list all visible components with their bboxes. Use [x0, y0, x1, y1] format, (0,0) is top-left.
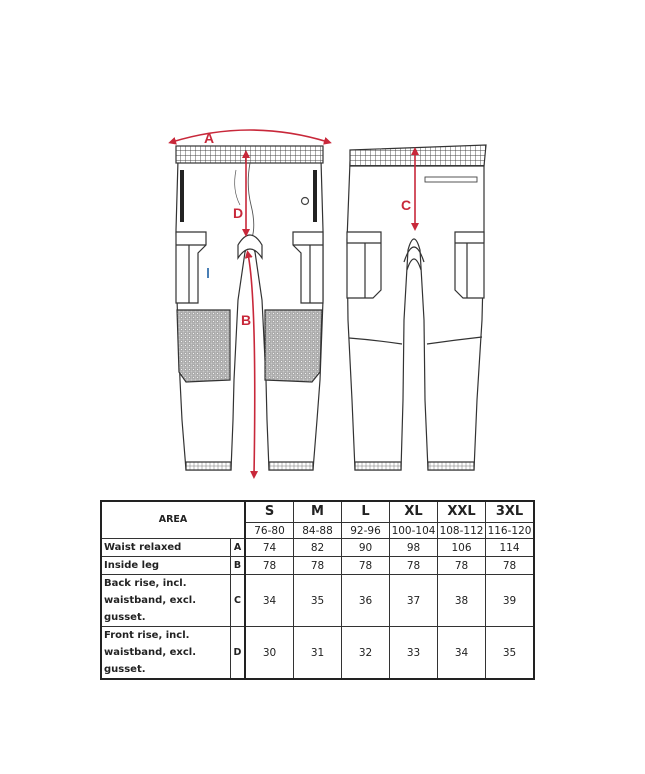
cell-value: 30: [244, 626, 294, 680]
table-row: Inside leg B 78 78 78 78 78 78: [100, 556, 535, 575]
pants-measurement-diagram: A D B C: [168, 129, 487, 479]
cell-value: 34: [437, 626, 486, 680]
area-header: AREA: [100, 500, 246, 539]
back-waistband: [349, 144, 487, 167]
cell-value: 34: [244, 574, 294, 627]
label-a: A: [204, 130, 214, 146]
cell-value: 36: [341, 574, 390, 627]
row-letter: B: [230, 556, 246, 575]
cell-value: 106: [437, 538, 486, 557]
cell-value: 78: [293, 556, 342, 575]
back-right-cargo-pocket: [454, 231, 485, 299]
size-chart-table: AREA S M L XL XXL 3XL 76-80 84-88 92-96 …: [100, 500, 535, 680]
cell-value: 38: [437, 574, 486, 627]
front-measurements: A D B: [168, 129, 332, 479]
cell-value: 82: [293, 538, 342, 557]
size-3xl: 3XL: [485, 500, 535, 523]
table-row: Waist relaxed A 74 82 90 98 106 114: [100, 538, 535, 557]
cell-value: 39: [485, 574, 535, 627]
label-b: B: [241, 312, 251, 328]
table-row: Back rise, incl.waistband, excl. gusset.…: [100, 574, 535, 627]
cell-value: 114: [485, 538, 535, 557]
back-measurements: C: [401, 147, 419, 231]
back-view-pants: [346, 144, 487, 471]
size-m: M: [293, 500, 342, 523]
front-right-cargo-pocket: [292, 231, 324, 304]
front-view-pants: [175, 145, 324, 471]
range-3xl: 116-120: [485, 522, 535, 539]
size-header-row: AREA S M L XL XXL 3XL: [100, 500, 535, 539]
size-xxl: XXL: [437, 500, 486, 523]
cell-value: 78: [341, 556, 390, 575]
cell-value: 98: [389, 538, 438, 557]
size-s: S: [244, 500, 294, 523]
cell-value: 35: [485, 626, 535, 680]
cell-value: 78: [389, 556, 438, 575]
back-left-cargo-pocket: [346, 231, 382, 299]
front-left-cargo-pocket: [175, 231, 207, 304]
cell-value: 35: [293, 574, 342, 627]
range-l: 92-96: [341, 522, 390, 539]
row-label: Front rise, incl.waistband, excl. gusset…: [100, 626, 231, 680]
table-row: Front rise, incl.waistband, excl. gusset…: [100, 626, 535, 680]
front-left-knee-patch: [176, 309, 231, 383]
cell-value: 78: [244, 556, 294, 575]
cell-value: 31: [293, 626, 342, 680]
cell-value: 32: [341, 626, 390, 680]
range-xl: 100-104: [389, 522, 438, 539]
row-label: Inside leg: [100, 556, 231, 575]
size-l: L: [341, 500, 390, 523]
row-letter: D: [230, 626, 246, 680]
range-m: 84-88: [293, 522, 342, 539]
row-letter: C: [230, 574, 246, 627]
row-label: Waist relaxed: [100, 538, 231, 557]
cell-value: 74: [244, 538, 294, 557]
cell-value: 78: [437, 556, 486, 575]
size-xl: XL: [389, 500, 438, 523]
label-d: D: [233, 205, 243, 221]
front-waistband: [175, 145, 324, 164]
cell-value: 90: [341, 538, 390, 557]
row-letter: A: [230, 538, 246, 557]
range-s: 76-80: [244, 522, 294, 539]
inside-leg-arrow-b: [244, 250, 259, 479]
cell-value: 37: [389, 574, 438, 627]
row-label: Back rise, incl.waistband, excl. gusset.: [100, 574, 231, 627]
cell-value: 33: [389, 626, 438, 680]
cell-value: 78: [485, 556, 535, 575]
label-c: C: [401, 197, 411, 213]
front-right-knee-patch: [264, 309, 323, 383]
waist-arrow-a: [168, 129, 332, 145]
range-xxl: 108-112: [437, 522, 486, 539]
